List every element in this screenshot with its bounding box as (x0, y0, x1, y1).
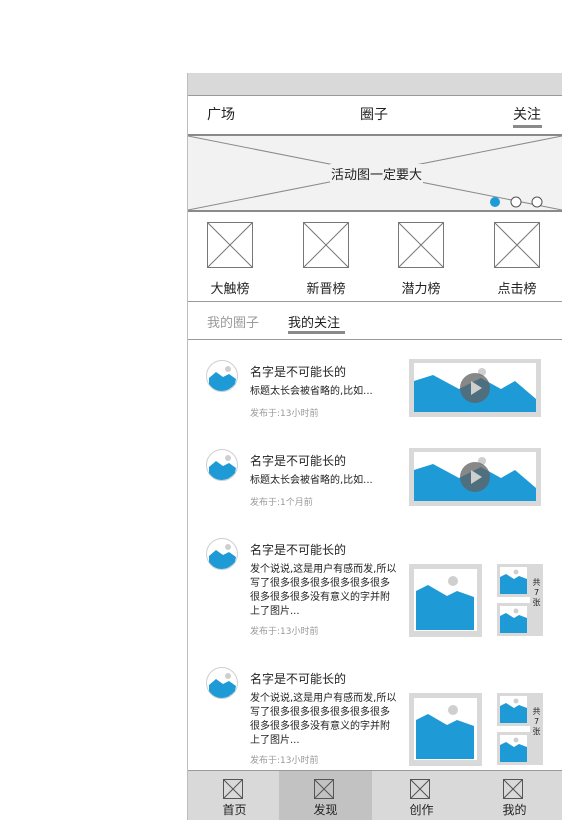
avatar-image-icon (206, 449, 238, 481)
gallery-small-image[interactable] (497, 564, 530, 597)
avatar-image-icon (206, 538, 238, 570)
feed-post[interactable]: 名字是不可能长的 标题太长会被省略的,比如... 发布于:1个月前 (188, 447, 562, 529)
post-body-line: 发个说说,这是用户有感而发,所以 (250, 564, 397, 575)
post-time: 发布于:1个月前 (250, 498, 313, 508)
banner-label: 活动图一定要大 (330, 164, 424, 183)
avatar-image-icon (206, 667, 238, 699)
post-body-line: 很多很多很多没有意义的字并附 (250, 721, 390, 732)
gallery-small-image[interactable] (497, 693, 530, 726)
sub-tabs: 我的圈子 我的关注 (188, 302, 562, 340)
post-time: 发布于:13小时前 (250, 627, 319, 637)
ranking-label: 潜力榜 (401, 282, 441, 297)
feed-post[interactable]: 名字是不可能长的 发个说说,这是用户有感而发,所以 写了很多很多很多很多很多很多… (188, 536, 562, 661)
post-body-line: 写了很多很多很多很多很多很多 (250, 707, 390, 718)
tab-label: 首页 (222, 803, 247, 817)
tab-my-circles[interactable]: 我的圈子 (207, 316, 260, 331)
create-placeholder-icon (410, 779, 430, 799)
image-count-line: 张 (532, 727, 541, 736)
ranking-label: 点击榜 (497, 282, 537, 297)
banner-dot-2 (510, 196, 522, 208)
image-count-line: 张 (532, 598, 541, 607)
tab-label: 创作 (409, 803, 434, 817)
tab-circle[interactable]: 圈子 (360, 107, 388, 123)
post-author-name[interactable]: 名字是不可能长的 (250, 543, 347, 557)
post-title: 标题太长会被省略的,比如... (250, 386, 373, 397)
gallery-small-image[interactable] (497, 603, 530, 636)
post-time: 发布于:13小时前 (250, 409, 319, 419)
video-thumbnail[interactable] (409, 359, 541, 417)
post-body-line: 很多很多很多没有意义的字并附 (250, 592, 390, 603)
post-body-line: 上了图片... (250, 735, 300, 746)
home-placeholder-icon (223, 779, 243, 799)
image-count-line: 共 (532, 578, 541, 587)
post-author-name[interactable]: 名字是不可能长的 (250, 454, 347, 468)
active-subtab-underline (288, 331, 345, 334)
status-bar (188, 73, 562, 96)
discover-placeholder-icon (314, 779, 334, 799)
phone-frame: 广场 圈子 关注 活动图一定要大 大触榜 (187, 73, 562, 820)
ranking-image-placeholder (398, 222, 444, 268)
avatar-image-icon (206, 360, 238, 392)
tab-my-follows[interactable]: 我的关注 (288, 312, 345, 334)
banner-dot-3 (531, 196, 543, 208)
gallery-small-image[interactable] (497, 732, 530, 765)
image-count-badge[interactable]: 共 7 张 (530, 564, 543, 636)
tab-label: 发现 (313, 803, 338, 817)
gallery-main-image[interactable] (409, 564, 482, 637)
tab-follow-label: 关注 (513, 107, 541, 123)
post-author-name[interactable]: 名字是不可能长的 (250, 365, 347, 379)
post-title: 标题太长会被省略的,比如... (250, 475, 373, 486)
ranking-row: 大触榜 新晋榜 潜力榜 点击榜 (188, 212, 562, 302)
tab-my-follows-label: 我的关注 (288, 316, 341, 331)
mine-placeholder-icon (503, 779, 523, 799)
post-body-line: 写了很多很多很多很多很多很多 (250, 578, 390, 589)
image-count-badge[interactable]: 共 7 张 (530, 693, 543, 765)
tab-create[interactable]: 创作 (375, 771, 468, 820)
tab-home[interactable]: 首页 (188, 771, 281, 820)
ranking-image-placeholder (494, 222, 540, 268)
ranking-image-placeholder (303, 222, 349, 268)
image-count-line: 7 (533, 588, 540, 597)
tab-label: 我的 (502, 803, 527, 817)
post-body: 发个说说,这是用户有感而发,所以 写了很多很多很多很多很多很多 很多很多很多没有… (250, 563, 400, 619)
gallery-main-image[interactable] (409, 693, 482, 766)
video-thumbnail[interactable] (409, 448, 541, 506)
post-body-line: 发个说说,这是用户有感而发,所以 (250, 693, 397, 704)
post-body-line: 上了图片... (250, 606, 300, 617)
ranking-image-placeholder (207, 222, 253, 268)
ranking-label: 大触榜 (210, 282, 250, 297)
top-nav: 广场 圈子 关注 (188, 96, 562, 136)
post-time: 发布于:13小时前 (250, 756, 319, 766)
feed-post[interactable]: 名字是不可能长的 标题太长会被省略的,比如... 发布于:13小时前 (188, 358, 562, 440)
tab-square[interactable]: 广场 (207, 107, 235, 123)
banner-dot-1 (490, 197, 500, 207)
image-count-line: 7 (533, 717, 540, 726)
activity-banner[interactable]: 活动图一定要大 (188, 136, 562, 212)
active-tab-underline (513, 125, 542, 128)
bottom-tab-bar: 首页 发现 创作 我的 (188, 770, 562, 820)
tab-discover[interactable]: 发现 (279, 771, 372, 820)
ranking-label: 新晋榜 (306, 282, 346, 297)
image-count-line: 共 (532, 707, 541, 716)
tab-follow[interactable]: 关注 (513, 104, 542, 128)
post-author-name[interactable]: 名字是不可能长的 (250, 672, 347, 686)
tab-mine[interactable]: 我的 (468, 771, 561, 820)
post-body: 发个说说,这是用户有感而发,所以 写了很多很多很多很多很多很多 很多很多很多没有… (250, 692, 400, 748)
feed-post[interactable]: 名字是不可能长的 发个说说,这是用户有感而发,所以 写了很多很多很多很多很多很多… (188, 665, 562, 790)
